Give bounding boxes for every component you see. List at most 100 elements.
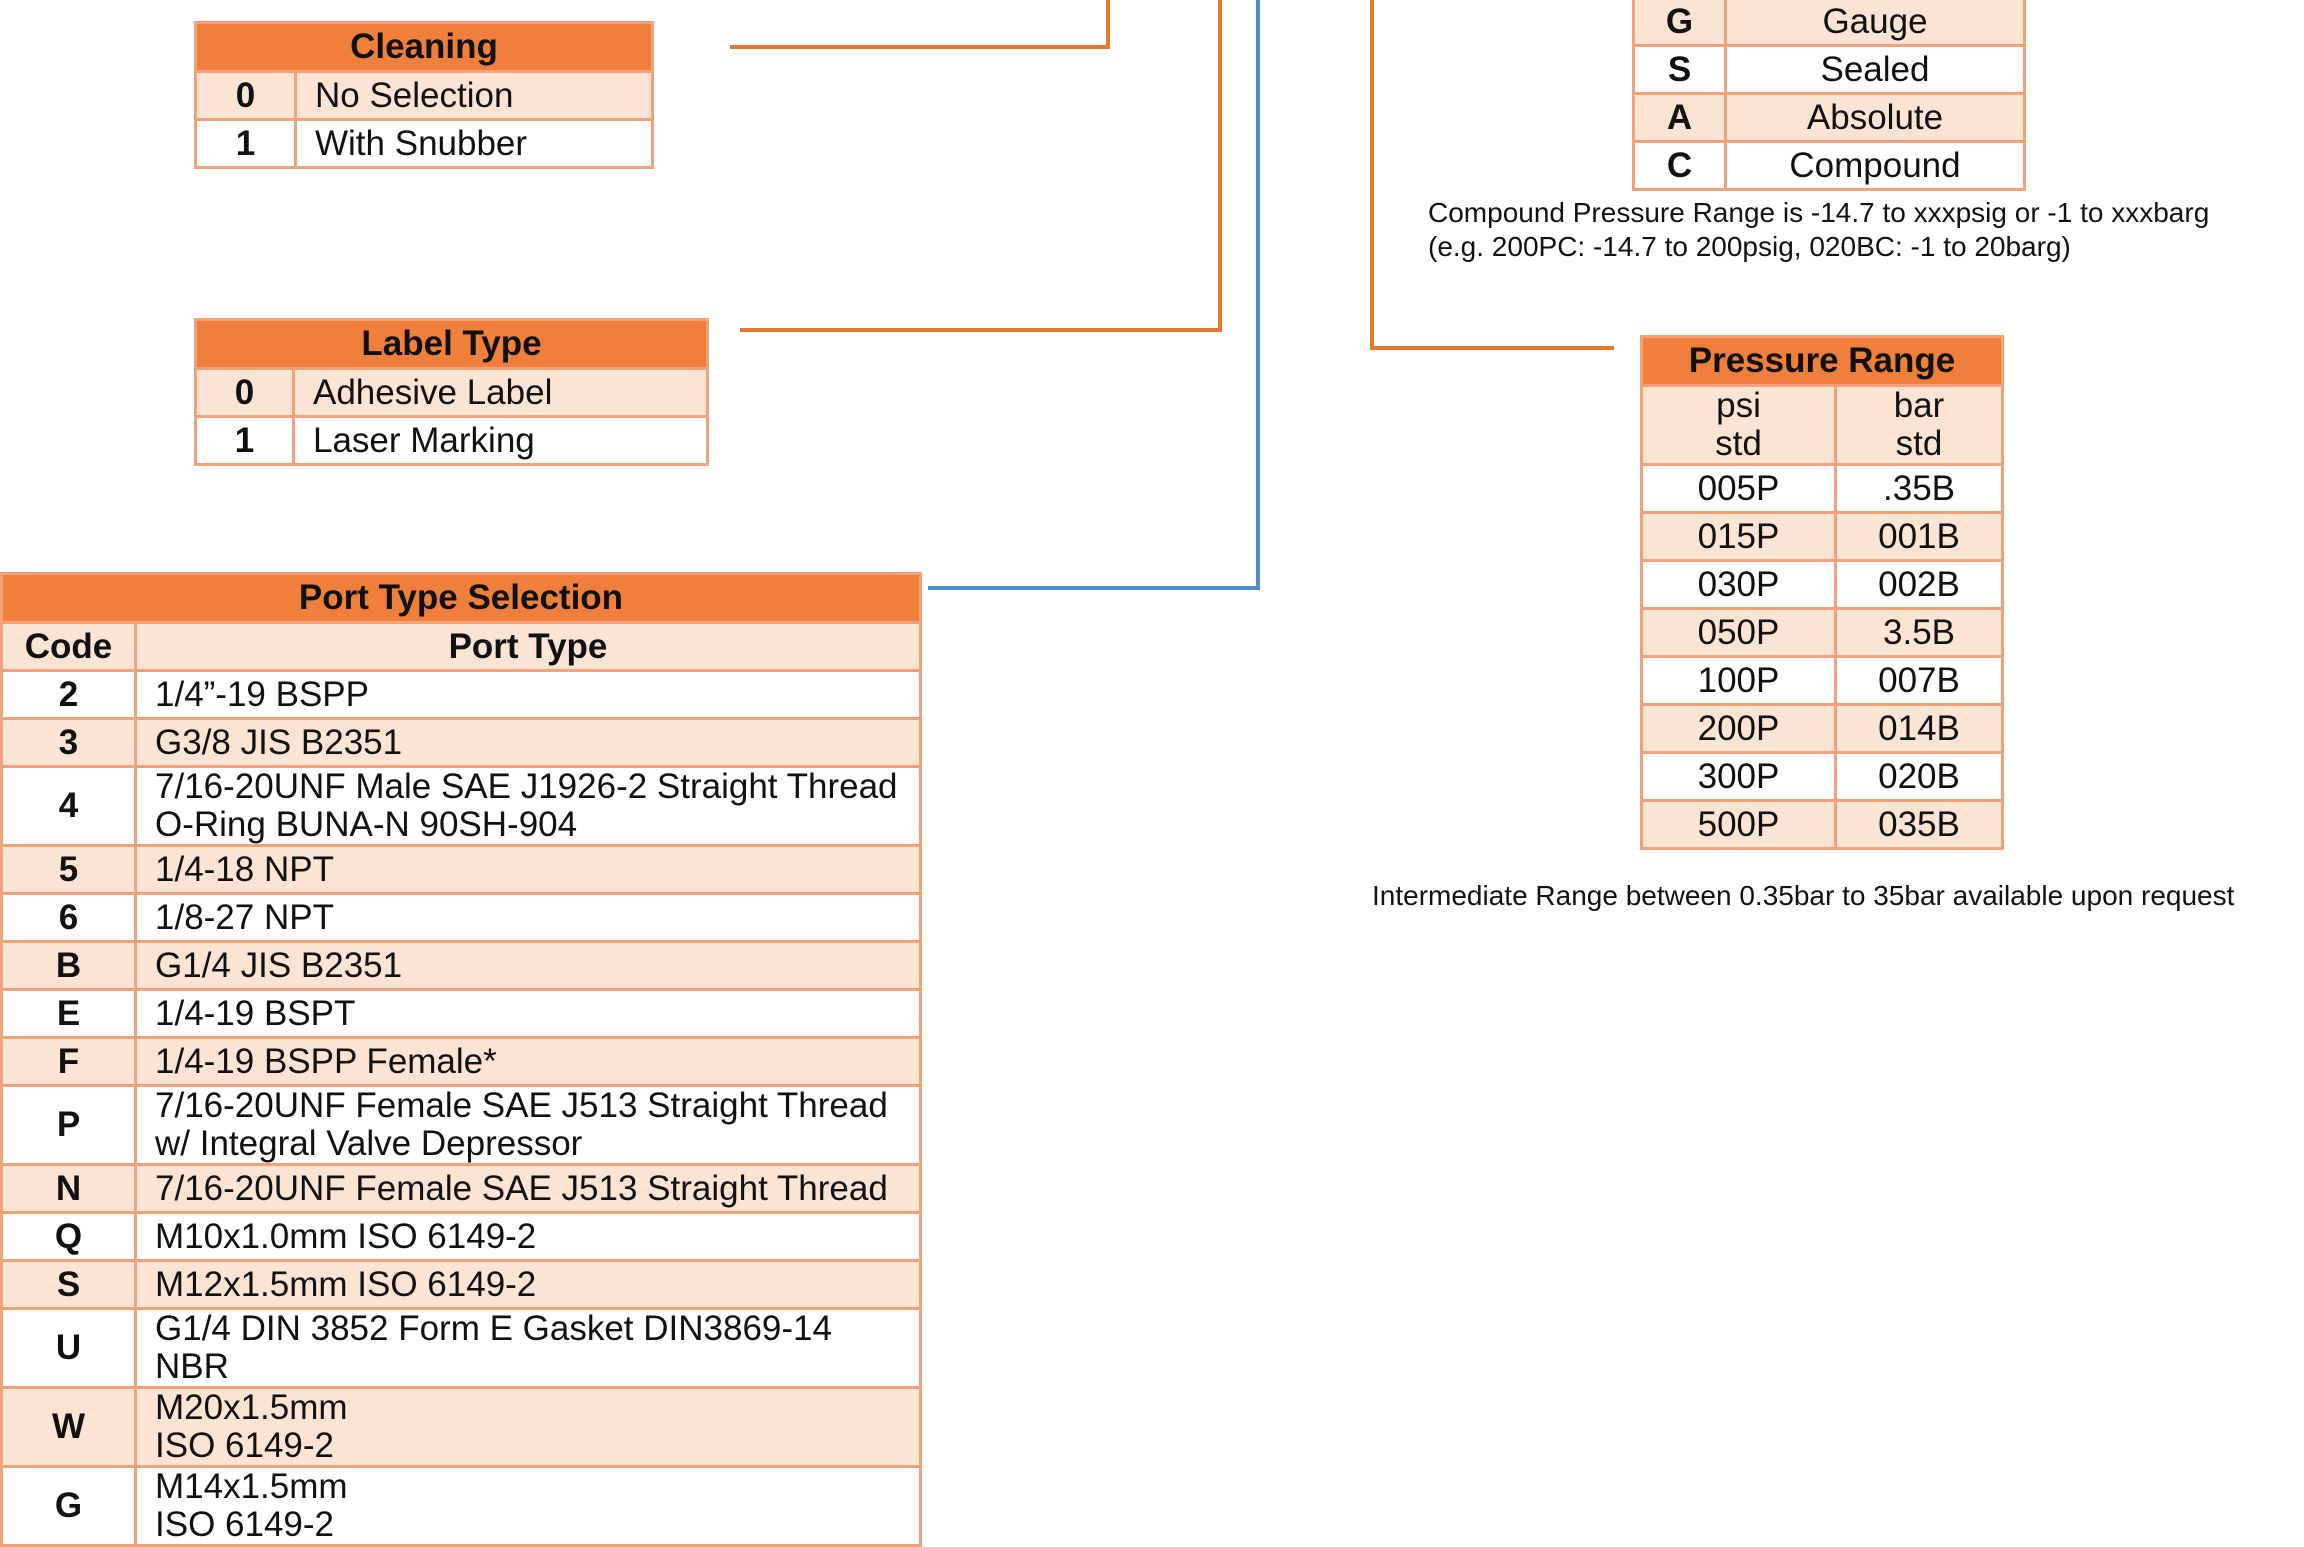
port-type-label-line2: ISO 6149-2 xyxy=(155,1426,334,1465)
column-header-port-type: Port Type xyxy=(134,621,922,672)
table-row: C Compound xyxy=(1632,140,2026,191)
port-code: 4 xyxy=(0,765,137,847)
port-code: U xyxy=(0,1307,137,1389)
port-code: W xyxy=(0,1386,137,1468)
port-type-label-line2: ISO 6149-2 xyxy=(155,1505,334,1544)
option-label: Compound xyxy=(1724,140,2026,191)
port-type-cell: 1/4”-19 BSPP xyxy=(134,669,922,720)
port-code: B xyxy=(0,940,137,991)
port-type-cell: M12x1.5mm ISO 6149-2 xyxy=(134,1259,922,1310)
option-label: Adhesive Label xyxy=(292,367,709,418)
port-type-label: M10x1.0mm ISO 6149-2 xyxy=(155,1216,537,1256)
port-type-connector xyxy=(928,0,1260,590)
option-label: Laser Marking xyxy=(292,415,709,466)
cleaning-table: Cleaning 0 No Selection 1 With Snubber xyxy=(194,21,654,169)
label-type-table: Label Type 0 Adhesive Label 1 Laser Mark… xyxy=(194,318,709,466)
table-row: 0 No Selection xyxy=(194,70,654,121)
table-row: G Gauge xyxy=(1632,0,2026,47)
table-row: 4 7/16-20UNF Male SAE J1926-2 Straight Th… xyxy=(0,765,922,847)
port-code: 2 xyxy=(0,669,137,720)
port-type-cell: M10x1.0mm ISO 6149-2 xyxy=(134,1211,922,1262)
psi-value: 500P xyxy=(1640,799,1837,850)
bar-value: 035B xyxy=(1834,799,2004,850)
port-type-label: G1/4 JIS B2351 xyxy=(155,945,403,985)
pressure-range-connector xyxy=(1370,0,1614,350)
psi-sub-label: std xyxy=(1715,424,1762,463)
port-type-label-line2: NBR xyxy=(155,1347,229,1386)
port-type-cell: 7/16-20UNF Female SAE J513 Straight Thre… xyxy=(134,1084,922,1166)
column-header-bar: bar std xyxy=(1834,384,2004,466)
column-header-psi: psi std xyxy=(1640,384,1837,466)
compound-note-line2: (e.g. 200PC: -14.7 to 200psig, 020BC: -1… xyxy=(1428,231,2071,262)
column-header-code: Code xyxy=(0,621,137,672)
table-row: 1 With Snubber xyxy=(194,118,654,169)
port-type-label: M12x1.5mm ISO 6149-2 xyxy=(155,1264,537,1304)
port-type-cell: G3/8 JIS B2351 xyxy=(134,717,922,768)
pressure-range-column-headers: psi std bar std xyxy=(1640,384,2004,466)
option-label: Sealed xyxy=(1724,44,2026,95)
option-code: A xyxy=(1632,92,1727,143)
option-code: 1 xyxy=(194,415,295,466)
pressure-reference-table: G Gauge S Sealed A Absolute C Compound xyxy=(1632,0,2026,191)
port-type-label: 1/4-19 BSPP Female* xyxy=(155,1041,497,1081)
psi-value: 015P xyxy=(1640,511,1837,562)
intermediate-range-note: Intermediate Range between 0.35bar to 35… xyxy=(1372,880,2235,911)
port-type-label: G1/4 DIN 3852 Form E Gasket DIN3869-14 xyxy=(155,1309,832,1348)
port-type-label: 1/8-27 NPT xyxy=(155,897,334,937)
cleaning-title: Cleaning xyxy=(194,21,654,73)
option-code: G xyxy=(1632,0,1727,47)
table-row: S M12x1.5mm ISO 6149-2 xyxy=(0,1259,922,1310)
bar-value: .35B xyxy=(1834,463,2004,514)
option-label: Gauge xyxy=(1724,0,2026,47)
port-type-label: M20x1.5mm xyxy=(155,1388,348,1427)
port-type-cell: 1/8-27 NPT xyxy=(134,892,922,943)
port-type-label: 1/4-19 BSPT xyxy=(155,993,356,1033)
psi-value: 050P xyxy=(1640,607,1837,658)
port-type-cell: 7/16-20UNF Male SAE J1926-2 Straight Thr… xyxy=(134,765,922,847)
option-code: 0 xyxy=(194,70,297,121)
option-code: C xyxy=(1632,140,1727,191)
bar-value: 014B xyxy=(1834,703,2004,754)
port-code: N xyxy=(0,1163,137,1214)
option-label: No Selection xyxy=(294,70,654,121)
port-type-cell: 1/4-19 BSPT xyxy=(134,988,922,1039)
port-type-cell: G1/4 JIS B2351 xyxy=(134,940,922,991)
table-row: 6 1/8-27 NPT xyxy=(0,892,922,943)
option-code: 0 xyxy=(194,367,295,418)
port-code: S xyxy=(0,1259,137,1310)
table-row: S Sealed xyxy=(1632,44,2026,95)
table-row: 005P.35B xyxy=(1640,463,2004,514)
table-row: 0 Adhesive Label xyxy=(194,367,709,418)
port-type-label: G3/8 JIS B2351 xyxy=(155,722,403,762)
bar-value: 007B xyxy=(1834,655,2004,706)
port-code: 6 xyxy=(0,892,137,943)
bar-label: bar xyxy=(1893,386,1945,425)
compound-note-line1: Compound Pressure Range is -14.7 to xxxp… xyxy=(1428,197,2210,228)
port-type-label: 7/16-20UNF Male SAE J1926-2 Straight Thr… xyxy=(155,767,898,806)
port-type-label-line2: O-Ring BUNA-N 90SH-904 xyxy=(155,805,578,844)
bar-value: 001B xyxy=(1834,511,2004,562)
table-row: Q M10x1.0mm ISO 6149-2 xyxy=(0,1211,922,1262)
port-code: Q xyxy=(0,1211,137,1262)
psi-value: 030P xyxy=(1640,559,1837,610)
psi-label: psi xyxy=(1716,386,1761,425)
port-type-cell: 1/4-19 BSPP Female* xyxy=(134,1036,922,1087)
port-code: G xyxy=(0,1465,137,1547)
